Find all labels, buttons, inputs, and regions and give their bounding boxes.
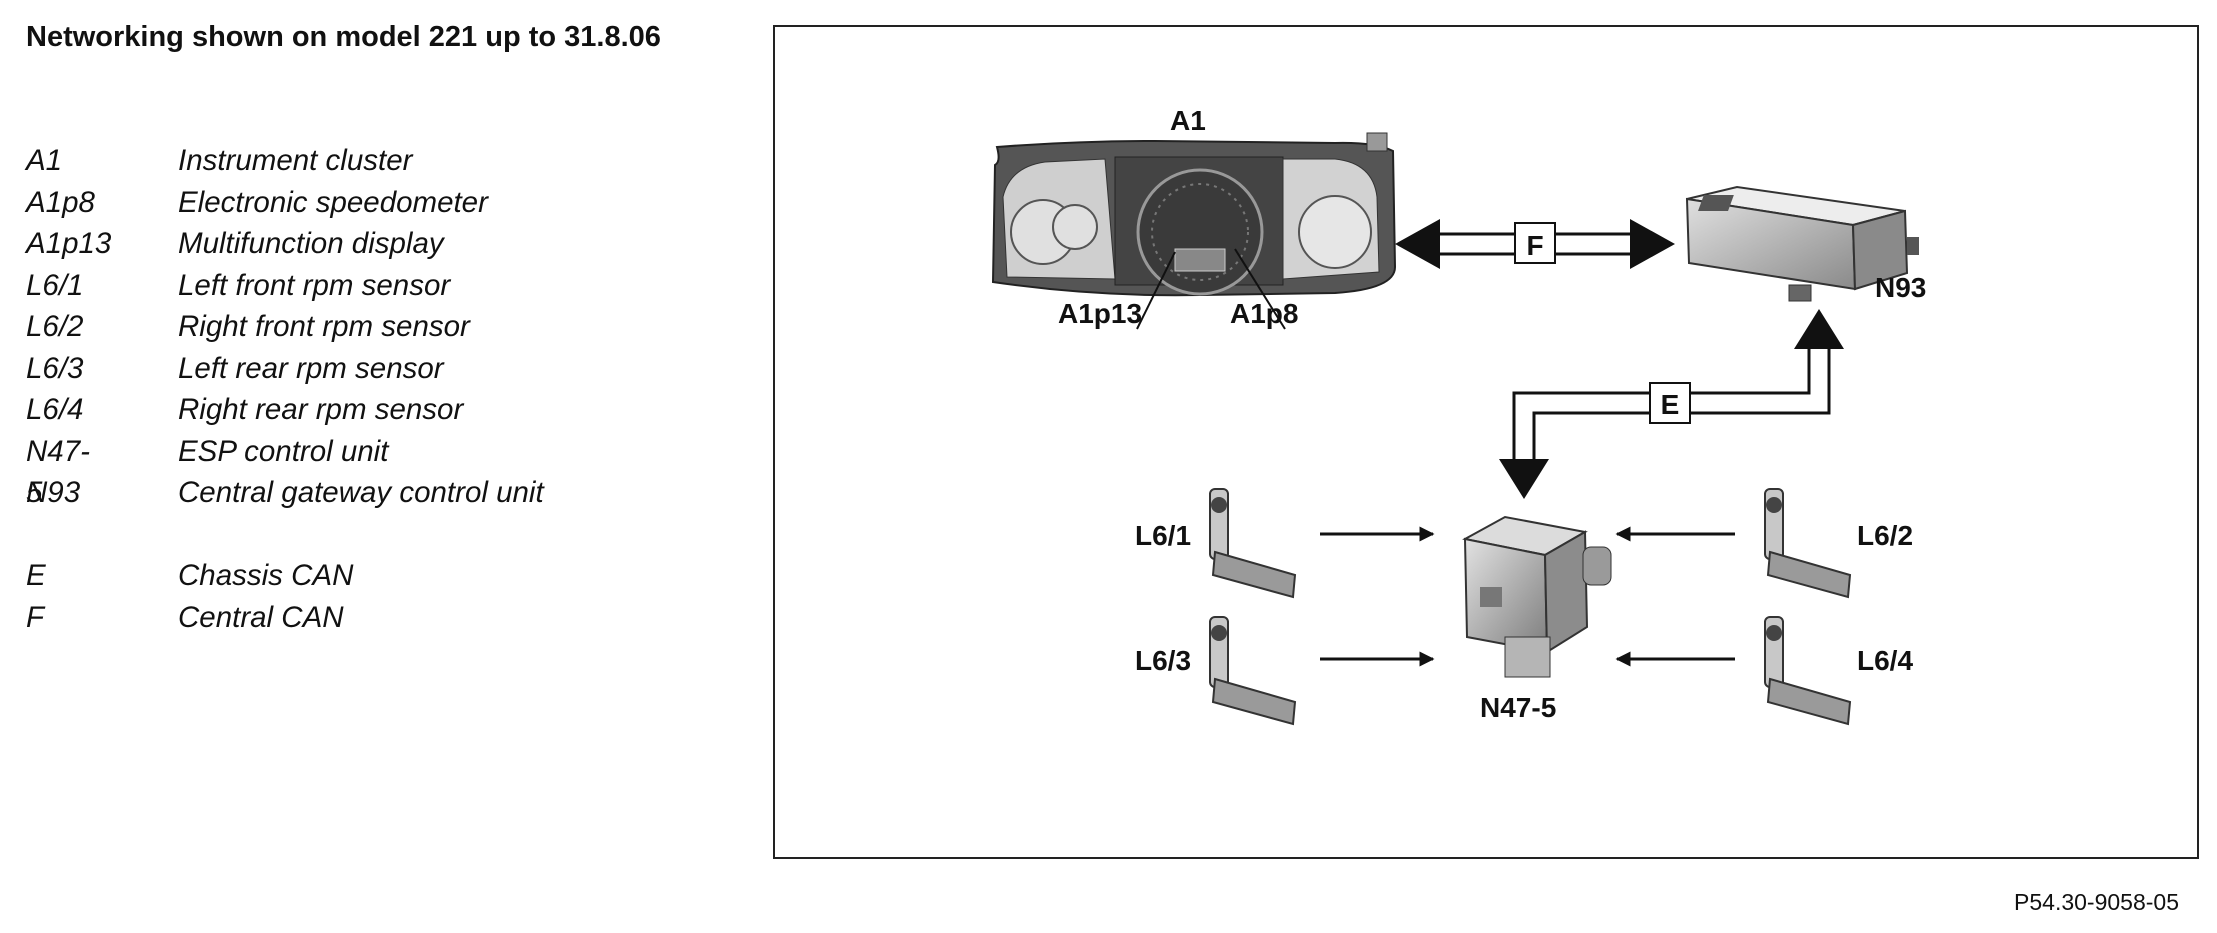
legend-code: L6/4 bbox=[26, 393, 84, 426]
network-diagram: A1 A1p13 A1p8 F N93 E N47-5 bbox=[991, 105, 1926, 726]
instrument-cluster bbox=[991, 132, 1397, 297]
legend-code: L6/1 bbox=[26, 268, 84, 302]
label-l6-1: L6/1 bbox=[1135, 520, 1191, 551]
legend-description: Multifunction display bbox=[178, 227, 444, 260]
legend-code: A1p8 bbox=[26, 185, 95, 219]
legend-description: Instrument cluster bbox=[178, 144, 413, 177]
label-l6-2: L6/2 bbox=[1857, 520, 1913, 551]
legend-description: Central gateway control unit bbox=[178, 476, 544, 509]
label-n93: N93 bbox=[1875, 272, 1926, 303]
legend-description: Central CAN bbox=[178, 600, 344, 634]
bus-label-f: F bbox=[1526, 230, 1543, 261]
legend-code: L6/3 bbox=[26, 351, 84, 385]
legend-code: A1p13 bbox=[26, 227, 112, 260]
legend-code: N47-5 bbox=[26, 434, 90, 510]
label-a1p13: A1p13 bbox=[1058, 298, 1142, 329]
legend-description: Right front rpm sensor bbox=[178, 310, 470, 343]
legend-code: F bbox=[26, 600, 45, 634]
legend-description: Electronic speedometer bbox=[178, 185, 488, 219]
page-title: Networking shown on model 221 up to 31.8… bbox=[26, 21, 661, 53]
esp-control-unit bbox=[1462, 515, 1612, 678]
rpm-sensor-left-front bbox=[1209, 488, 1297, 599]
label-a1p8: A1p8 bbox=[1230, 298, 1298, 329]
legend-code: N93 bbox=[26, 476, 81, 509]
label-n47-5: N47-5 bbox=[1480, 692, 1556, 723]
legend-code: A1 bbox=[26, 144, 63, 177]
rpm-sensor-right-rear bbox=[1764, 616, 1852, 726]
figure-code: P54.30-9058-05 bbox=[2014, 889, 2179, 915]
central-gateway-unit bbox=[1685, 185, 1919, 302]
label-a1: A1 bbox=[1170, 105, 1206, 136]
rpm-sensor-left-rear bbox=[1209, 616, 1297, 726]
legend-description: Chassis CAN bbox=[178, 559, 354, 592]
diagram-frame: A1 A1p13 A1p8 F N93 E N47-5 bbox=[773, 25, 2199, 859]
label-l6-3: L6/3 bbox=[1135, 645, 1191, 676]
legend-description: Left rear rpm sensor bbox=[178, 351, 444, 385]
a1p8-pointer bbox=[1234, 248, 1286, 330]
legend-description: Left front rpm sensor bbox=[178, 268, 451, 302]
a1p13-pointer bbox=[1136, 251, 1176, 330]
label-l6-4: L6/4 bbox=[1857, 645, 1913, 676]
central-can-bus: F bbox=[1395, 219, 1675, 269]
legend-description: Right rear rpm sensor bbox=[178, 393, 464, 426]
legend-code: L6/2 bbox=[26, 310, 84, 343]
bus-label-e: E bbox=[1661, 389, 1680, 420]
legend-code: E bbox=[26, 559, 46, 592]
rpm-sensor-right-front bbox=[1764, 488, 1852, 599]
chassis-can-bus: E bbox=[1499, 309, 1844, 499]
legend-description: ESP control unit bbox=[178, 434, 389, 468]
